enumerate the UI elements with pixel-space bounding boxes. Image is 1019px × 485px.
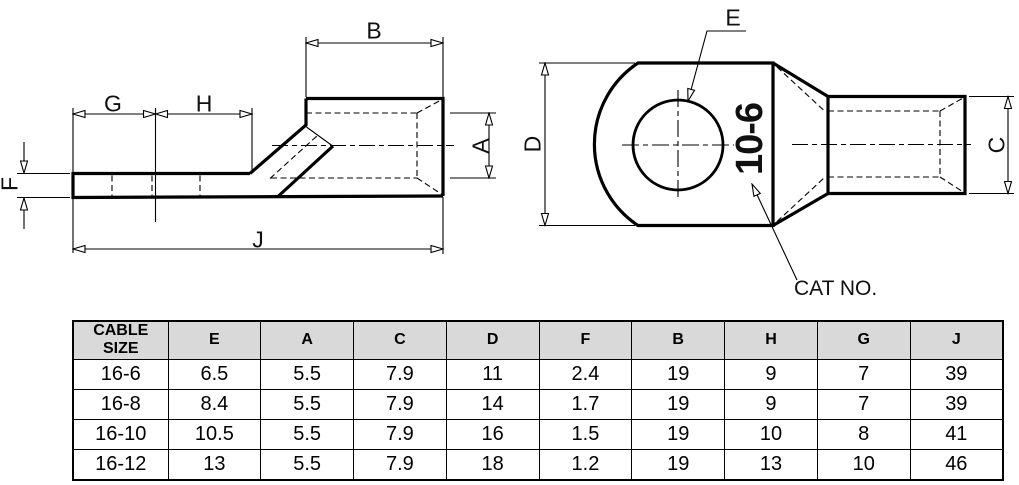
col-header-cable-size: CABLE SIZE (72, 320, 169, 360)
dim-label-g: G (104, 90, 122, 117)
chamfer-hidden (416, 99, 443, 114)
table-cell: 1.5 (538, 418, 633, 450)
dim-label-h: H (195, 90, 213, 117)
col-header-d: D (445, 320, 540, 360)
palm-outline (71, 171, 444, 200)
table-cell: 5.5 (260, 448, 355, 481)
col-header-g: G (816, 320, 911, 360)
table-cell: 46 (909, 448, 1004, 481)
table-cell: 19 (631, 358, 726, 390)
table-cell: 10 (816, 448, 911, 481)
table-cell: 1.2 (538, 448, 633, 481)
table-cell: 7.9 (353, 418, 447, 450)
table-cell: 13 (167, 448, 262, 481)
dim-label-a: A (467, 138, 494, 154)
ring-outline (592, 61, 775, 228)
table-cell: 16-10 (72, 418, 169, 450)
taper-hidden (776, 177, 825, 222)
col-header-h: H (724, 320, 818, 360)
table-cell: 8 (816, 418, 911, 450)
table-cell: 7.9 (353, 358, 447, 390)
barrel-outline-front (826, 94, 967, 196)
chamfer-hidden (939, 176, 965, 193)
table-cell: 19 (631, 418, 726, 450)
taper-edge-top (772, 61, 829, 98)
upper-transition-edge (248, 98, 308, 175)
front-view-line-art (539, 30, 1014, 281)
table-cell: 8.4 (167, 388, 262, 420)
table-cell: 10.5 (167, 418, 262, 450)
table-row: 16-6 6.5 5.5 7.9 11 2.4 19 9 7 39 (72, 358, 1004, 390)
side-view-line-art (17, 37, 496, 254)
table-row: 16-10 10.5 5.5 7.9 16 1.5 19 10 8 41 (72, 418, 1004, 450)
taper-edge-bottom (772, 192, 829, 227)
table-cell: 10 (724, 418, 818, 450)
leader-line-cat-no (752, 184, 798, 281)
chamfer-hidden (416, 177, 443, 195)
table-cell: 18 (445, 448, 540, 481)
table-cell: 16-6 (72, 358, 169, 390)
dim-label-b: B (366, 17, 382, 44)
col-header-c: C (353, 320, 447, 360)
table-cell: 9 (724, 388, 818, 420)
table-cell: 41 (909, 418, 1004, 450)
col-header-b: B (631, 320, 726, 360)
spec-table: CABLE SIZE E A C D F B H G J 16-6 6.5 5.… (72, 320, 1004, 481)
dim-label-f: F (0, 177, 23, 191)
table-cell: 19 (631, 388, 726, 420)
lower-transition-edge (276, 144, 335, 198)
table-cell: 16-8 (72, 388, 169, 420)
barrel-outline-side (306, 96, 445, 196)
table-cell: 2.4 (538, 358, 633, 390)
table-cell: 6.5 (167, 358, 262, 390)
table-cell: 11 (445, 358, 540, 390)
table-cell: 13 (724, 448, 818, 481)
table-cell: 9 (724, 358, 818, 390)
leader-line-e (688, 30, 746, 101)
table-row: 16-12 13 5.5 7.9 18 1.2 19 13 10 46 (72, 448, 1004, 481)
table-cell: 7 (816, 358, 911, 390)
taper-hidden (776, 66, 825, 111)
table-cell: 7.9 (353, 448, 447, 481)
table-cell: 19 (631, 448, 726, 481)
table-cell: 7 (816, 388, 911, 420)
mouth-inner-edge (306, 126, 333, 146)
col-header-e: E (167, 320, 262, 360)
table-cell: 14 (445, 388, 540, 420)
slope-hidden (269, 134, 319, 179)
table-cell: 1.7 (538, 388, 633, 420)
table-cell: 5.5 (260, 418, 355, 450)
table-cell: 16 (445, 418, 540, 450)
table-cell: 39 (909, 388, 1004, 420)
part-marking-text: 10-6 (729, 102, 771, 176)
table-header-row: CABLE SIZE E A C D F B H G J (72, 320, 1004, 360)
table-cell: 5.5 (260, 388, 355, 420)
table-cell: 16-12 (72, 448, 169, 481)
col-header-j: J (909, 320, 1004, 360)
dim-label-j: J (252, 226, 264, 253)
col-header-a: A (260, 320, 355, 360)
dim-label-d: D (519, 135, 546, 153)
dim-label-e: E (725, 4, 741, 31)
table-cell: 7.9 (353, 388, 447, 420)
dim-label-c: C (983, 136, 1010, 154)
col-header-f: F (538, 320, 633, 360)
table-cell: 5.5 (260, 358, 355, 390)
stud-hole (631, 98, 725, 192)
table-row: 16-8 8.4 5.5 7.9 14 1.7 19 9 7 39 (72, 388, 1004, 420)
chamfer-hidden (939, 97, 965, 112)
table-cell: 39 (909, 358, 1004, 390)
cat-no-label: CAT NO. (794, 277, 878, 300)
